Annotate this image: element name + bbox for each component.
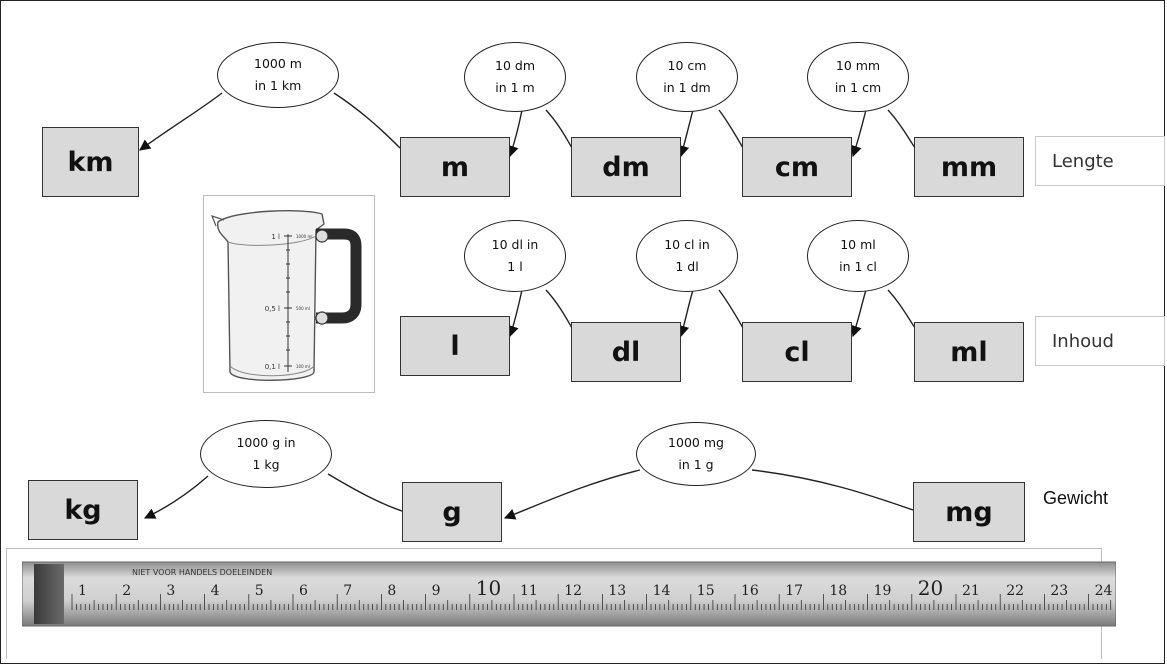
ruler-number: 22 [1006, 583, 1024, 599]
unit-ml: ml [914, 322, 1024, 382]
measuring-jug-illustration: 1 l 1000 ml 0,5 l 500 ml 0,1 l 100 ml [210, 210, 362, 381]
connector-l-arrow [507, 289, 523, 338]
connector-dm-arrow [507, 109, 523, 158]
ruler-number: 16 [741, 583, 759, 599]
unit-dm: dm [571, 137, 681, 197]
bubble-text: in 1 m [495, 80, 535, 95]
connector-cl-line [718, 289, 744, 329]
jug-mark-left: 1 l [271, 233, 280, 241]
bubble-text: in 1 dm [663, 80, 711, 95]
ruler-number: 24 [1095, 583, 1113, 599]
jug-mark-right: 1000 ml [296, 234, 312, 239]
bubble-cm-in-dm: 10 cm in 1 dm [636, 42, 738, 112]
ruler-number: 1 [78, 583, 87, 599]
ruler-number: 3 [166, 583, 175, 599]
connector-mg-line [751, 469, 914, 511]
connector-mm-line [887, 109, 916, 149]
connector-km [139, 92, 223, 151]
unit-g: g [402, 482, 502, 542]
connector-mm-arrow [850, 109, 867, 158]
bubble-ml-in-cl: 10 ml in 1 cl [807, 220, 909, 292]
ruler-number: 18 [829, 583, 847, 599]
unit-kg: kg [28, 480, 138, 540]
connector-m-line [333, 92, 401, 149]
bubble-text: 10 dm [495, 58, 535, 74]
bubble-text: 10 cl in [664, 237, 710, 253]
bubble-text: 10 cm [667, 58, 707, 74]
connector-g-arrow [503, 469, 641, 520]
jug-mark-right: 500 ml [296, 306, 310, 311]
bubble-text: in 1 cm [834, 80, 882, 95]
bubble-text: in 1 km [254, 78, 302, 93]
bubble-text: 10 mm [835, 58, 881, 74]
unit-km: km [42, 127, 139, 197]
ruler-number: 20 [918, 576, 943, 600]
connector-g-line [327, 473, 406, 513]
ruler-number: 15 [697, 583, 715, 599]
connector-dm-line [545, 109, 573, 149]
ruler-number: 6 [299, 583, 308, 599]
unit-m: m [400, 137, 510, 197]
unit-cm: cm [742, 137, 852, 197]
bubble-text: 1000 g in [236, 435, 296, 451]
ruler-number: 2 [122, 583, 131, 599]
ruler-number: 12 [564, 583, 582, 599]
unit-mm: mm [914, 137, 1024, 197]
jug-mark-right: 100 ml [296, 364, 310, 369]
connector-cl-arrow [678, 289, 694, 338]
connector-ml-arrow [850, 289, 867, 338]
bubble-text: in 1 g [678, 457, 714, 472]
ruler-number: 8 [387, 583, 396, 599]
bubble-text: 10 dl in [491, 237, 539, 253]
ruler-number: 19 [874, 583, 892, 599]
row-label-volume: Inhoud [1035, 316, 1165, 366]
connector-cm-line [718, 109, 744, 149]
bubble-g-in-kg: 1000 g in 1 kg [200, 420, 332, 488]
ruler-number: 11 [520, 583, 538, 599]
bubble-m-in-km: 1000 m in 1 km [217, 42, 339, 108]
bubble-cl-in-dl: 10 cl in 1 dl [636, 220, 738, 292]
connector-cm-arrow [678, 109, 694, 158]
connector-kg [143, 475, 209, 519]
unit-l: l [400, 316, 510, 376]
bubble-text: 1000 m [254, 56, 302, 72]
unit-cl: cl [742, 322, 852, 382]
bubble-text: 1 kg [252, 457, 280, 472]
connector-dl-line [545, 289, 573, 329]
bubble-text: 10 ml [840, 237, 876, 253]
row-label-length: Lengte [1035, 136, 1165, 186]
ruler-number: 4 [211, 583, 220, 599]
ruler-number: 13 [608, 583, 626, 599]
ruler-number: 21 [962, 583, 980, 599]
bubble-text: in 1 cl [839, 259, 877, 274]
ruler-number: 9 [432, 583, 441, 599]
row-label-weight: Gewicht [1043, 488, 1109, 508]
ruler-inscription: NIET VOOR HANDELS DOELEINDEN [132, 568, 272, 577]
bubble-dm-in-m: 10 dm in 1 m [464, 42, 566, 112]
bubble-text: 1 dl [675, 259, 699, 274]
measuring-jug-image: 1 l 1000 ml 0,5 l 500 ml 0,1 l 100 ml [203, 195, 375, 393]
ruler-number: 5 [255, 583, 264, 599]
bubble-text: 1 l [507, 259, 523, 274]
ruler-number: 10 [476, 576, 501, 600]
ruler-number: 7 [343, 583, 352, 599]
ruler-number: 23 [1050, 583, 1068, 599]
jug-mark-left: 0,1 l [265, 363, 280, 371]
ruler-number: 14 [653, 583, 671, 599]
ruler-number: 17 [785, 583, 803, 599]
connector-ml-line [887, 289, 916, 329]
unit-mg: mg [913, 482, 1025, 542]
bubble-dl-in-l: 10 dl in 1 l [464, 220, 566, 292]
unit-dl: dl [571, 322, 681, 382]
bubble-mm-in-cm: 10 mm in 1 cm [807, 42, 909, 112]
bubble-text: 1000 mg [668, 435, 724, 451]
bubble-mg-in-g: 1000 mg in 1 g [636, 422, 756, 486]
jug-mark-left: 0,5 l [265, 305, 280, 313]
